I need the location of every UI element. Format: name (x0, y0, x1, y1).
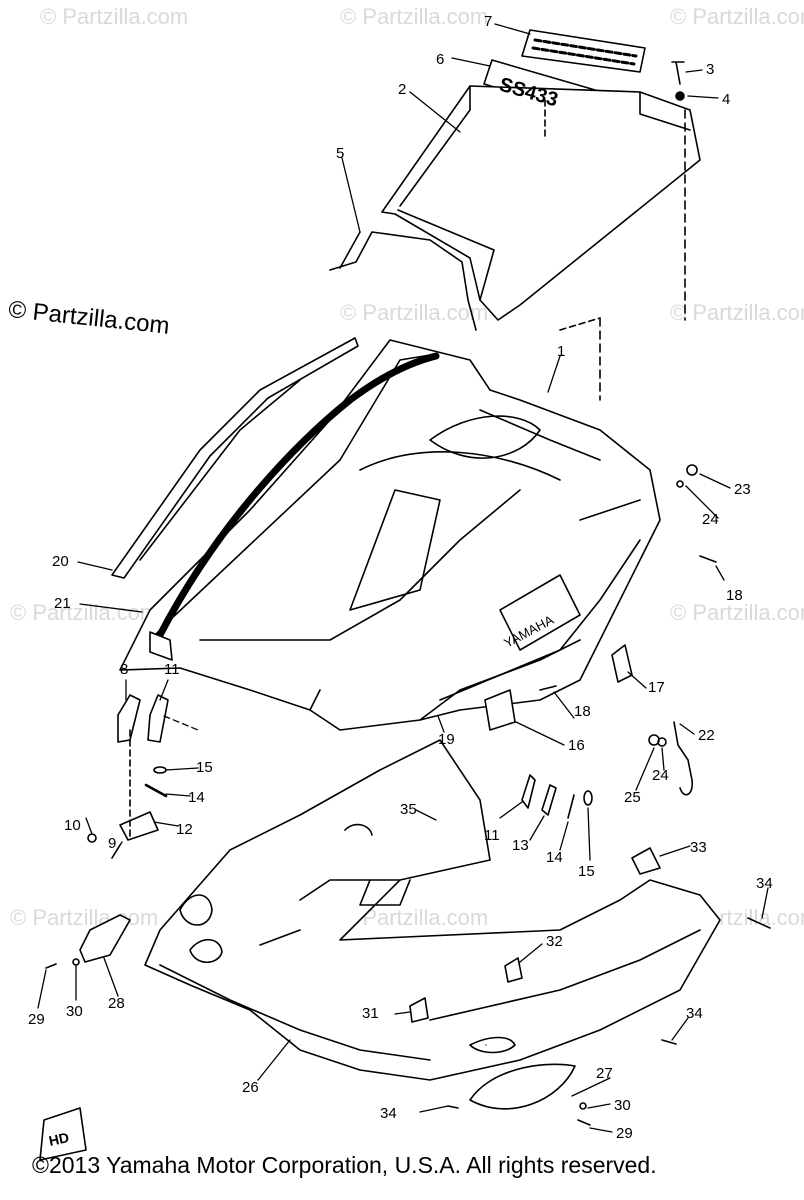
callout-25: 25 (624, 789, 641, 806)
callout-32: 32 (546, 933, 563, 950)
callout-7: 7 (484, 13, 492, 30)
hd-stamp (39, 1107, 87, 1161)
callout-34-c: 34 (380, 1105, 397, 1122)
part-17-bracket (611, 644, 633, 683)
callout-11: 11 (164, 661, 180, 678)
part-30-washer (72, 958, 587, 1110)
part-18-clip (539, 555, 717, 691)
part-27-cover (469, 1063, 576, 1110)
callout-26: 26 (242, 1079, 259, 1096)
part-10-washer (87, 833, 97, 843)
callout-30: 30 (66, 1003, 83, 1020)
part-20-windshield (111, 337, 359, 579)
callout-14-b: 14 (546, 849, 563, 866)
part-5-bracket (329, 231, 477, 331)
part-12-latch (119, 811, 159, 841)
watermark: © Partzilla.com (10, 905, 159, 930)
part-22-latch-hook (673, 721, 694, 796)
callout-6: 6 (436, 51, 444, 68)
part-11-hinge-b (521, 774, 536, 809)
callout-4: 4 (722, 91, 730, 108)
watermark: © Partzilla.com (670, 600, 804, 625)
callout-10: 10 (64, 817, 81, 834)
part-16-bracket (484, 689, 516, 731)
callout-18: 18 (726, 587, 743, 604)
callout-35: 35 (400, 801, 417, 818)
callout-3: 3 (706, 61, 714, 78)
callout-22: 22 (698, 727, 715, 744)
part-2-top-cover (381, 85, 701, 321)
part-8-hinge (117, 694, 141, 743)
callout-11-b: 11 (484, 827, 500, 844)
callout-5: 5 (336, 145, 344, 162)
callout-16: 16 (568, 737, 585, 754)
part-15-bolt (153, 766, 167, 774)
callout-9: 9 (108, 835, 116, 852)
callout-18-b: 18 (574, 703, 591, 720)
callout-14: 14 (188, 789, 205, 806)
part-7-decal-strip (521, 29, 646, 73)
leader-lines (37, 23, 769, 1133)
callout-1: 1 (557, 343, 565, 360)
watermark: © Partzilla.com (340, 4, 489, 29)
callout-15-b: 15 (578, 863, 595, 880)
callout-27: 27 (596, 1065, 613, 1082)
stamp-label: HD (47, 1129, 70, 1149)
watermark: © Partzilla.com (40, 4, 189, 29)
callout-33: 33 (690, 839, 707, 856)
callout-17: 17 (648, 679, 665, 696)
part-32-bracket (504, 957, 523, 983)
part-21-seal (149, 352, 440, 661)
callout-19: 19 (438, 731, 455, 748)
part-34-bolt (447, 917, 771, 1109)
watermark: © Partzilla.com (670, 300, 804, 325)
part-14-spring (144, 783, 168, 798)
part-1-hood (119, 339, 661, 731)
part-31-bracket (409, 997, 429, 1023)
callout-34-b: 34 (686, 1005, 703, 1022)
part-33-bracket (631, 847, 661, 875)
callout-23: 23 (734, 481, 751, 498)
copyright-notice: ©2013 Yamaha Motor Corporation, U.S.A. A… (32, 1152, 657, 1178)
watermark: © Partzilla.com (340, 300, 489, 325)
watermark: © Partzilla.com (670, 4, 804, 29)
callout-34: 34 (756, 875, 773, 892)
callout-29: 29 (28, 1011, 45, 1028)
part-28-cover (79, 914, 131, 963)
part-29-bolt (45, 963, 591, 1126)
part-11-hinge (147, 694, 169, 743)
part-26-lower-body (144, 739, 721, 1081)
callout-28: 28 (108, 995, 125, 1012)
callout-numbers: 7 6 3 4 2 5 1 23 24 18 20 21 8 11 17 18 … (28, 13, 773, 1142)
callout-24: 24 (702, 511, 719, 528)
callout-30-b: 30 (614, 1097, 631, 1114)
callout-13: 13 (512, 837, 529, 854)
part-25-nut (648, 734, 660, 746)
callout-20: 20 (52, 553, 69, 570)
part-23-bolt (686, 464, 698, 476)
callout-2: 2 (398, 81, 406, 98)
part-24-washer (657, 480, 684, 747)
callout-12: 12 (176, 821, 193, 838)
part-14-spring-b (567, 794, 575, 819)
callout-24-b: 24 (652, 767, 669, 784)
callout-29-b: 29 (616, 1125, 633, 1142)
callout-8: 8 (120, 661, 128, 678)
part-15-bolt-b (583, 790, 593, 806)
part-3-bolt (671, 61, 685, 85)
callout-31: 31 (362, 1005, 379, 1022)
callout-15: 15 (196, 759, 213, 776)
part-13-plate (541, 784, 557, 816)
callout-21: 21 (54, 595, 71, 612)
part-4-nut (675, 91, 685, 101)
